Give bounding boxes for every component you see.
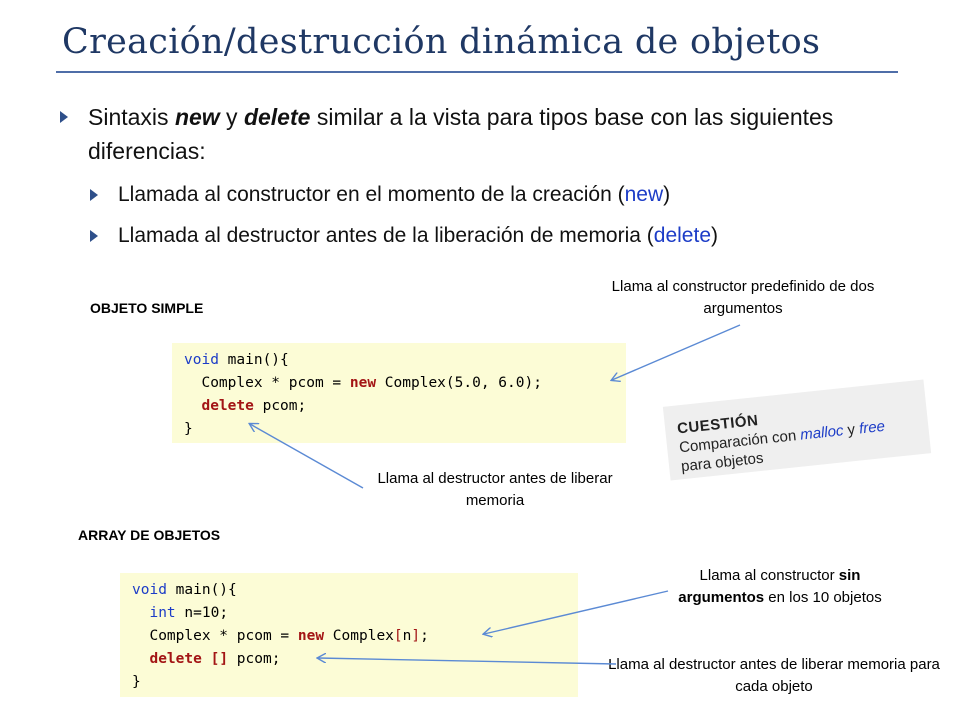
note-destructor-simple: Llama al destructor antes de liberar mem… bbox=[377, 470, 613, 509]
bullet-main: Sintaxis new y delete similar a la vista… bbox=[60, 100, 890, 168]
bullet-constructor-text: Llamada al constructor en el momento de … bbox=[118, 183, 671, 206]
bullet-arrow-icon bbox=[60, 111, 68, 123]
code-block-simple: void main(){ Complex * pcom = new Comple… bbox=[172, 343, 626, 443]
note-constructor-simple: Llama al constructor predefinido de dos … bbox=[611, 278, 875, 317]
bullet-arrow-icon bbox=[90, 230, 98, 242]
code-block-array: void main(){ int n=10; Complex * pcom = … bbox=[120, 573, 578, 697]
keyword-new: new bbox=[174, 104, 220, 130]
arrow-to-constructor-simple bbox=[612, 324, 741, 380]
bullet-arrow-icon bbox=[90, 189, 98, 201]
keyword-delete: delete bbox=[243, 104, 311, 130]
bullet-main-text: Sintaxis new y delete similar a la vista… bbox=[88, 104, 834, 164]
bullet-destructor-text: Llamada al destructor antes de la libera… bbox=[118, 224, 718, 247]
cuestion-box: CUESTIÓN Comparación con malloc y free p… bbox=[662, 379, 932, 481]
note-destructor-array: Llama al destructor antes de liberar mem… bbox=[608, 656, 940, 695]
section-label-simple: OBJETO SIMPLE bbox=[90, 300, 204, 316]
bullet-destructor: Llamada al destructor antes de la libera… bbox=[90, 221, 718, 251]
title-underline bbox=[56, 71, 898, 73]
slide-title: Creación/destrucción dinámica de objetos bbox=[62, 22, 821, 62]
section-label-array: ARRAY DE OBJETOS bbox=[78, 527, 221, 543]
bullet-constructor: Llamada al constructor en el momento de … bbox=[90, 180, 670, 210]
